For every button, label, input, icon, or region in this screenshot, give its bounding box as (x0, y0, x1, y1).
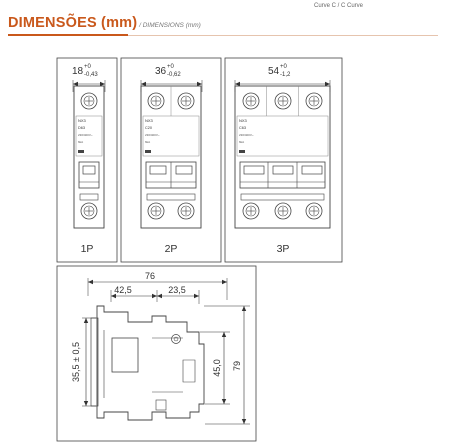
dim-23-5: 23,5 (168, 285, 186, 295)
breaker-body-1p: NX3 D63 230/400V~ 6kA (73, 85, 105, 229)
terminal-screw-icon (177, 92, 195, 110)
front-view-3p: 54 +0 -1,2 NX3 C63 230/400V~ 6kA (224, 57, 343, 263)
front-text-2p-1: C20 (145, 126, 152, 130)
front-text-3p-2: 230/400V~ (239, 133, 254, 137)
breaker-body-2p: NX3 C20 230/400V~ 6kA (140, 85, 202, 229)
breaker-body-3p: NX3 C63 230/400V~ 6kA (234, 85, 331, 229)
label-window (111, 337, 139, 373)
curve-note: Curve C / C Curve (314, 3, 364, 9)
tol-plus-3p: +0 (280, 64, 288, 70)
terminal-screw-icon (147, 202, 165, 220)
terminal-screw-icon (305, 92, 323, 110)
frame-3p (224, 57, 343, 263)
title-rule (128, 34, 438, 36)
toggle-lever (78, 161, 100, 189)
dim-76: 76 (145, 271, 155, 281)
front-text-1p-1: D63 (78, 126, 85, 130)
side-view: 76 42,5 23,5 (56, 265, 257, 442)
terminal-screw-icon (274, 92, 292, 110)
terminal-screw-icon (242, 202, 260, 220)
tol-plus-1p: +0 (84, 64, 92, 70)
label-3p: 3P (277, 243, 290, 255)
rivet-icon (171, 334, 181, 344)
tol-minus-3p: -1,2 (280, 72, 291, 78)
dim-35-5: 35,5 ± 0,5 (71, 342, 81, 382)
dim-45-0: 45,0 (212, 359, 222, 377)
toggle-lever (239, 161, 326, 189)
dim-42-5: 42,5 (114, 285, 132, 295)
terminal-screw-icon (80, 202, 98, 220)
front-text-1p-3: 6kA (78, 140, 83, 144)
width-value-2p: 36 (155, 66, 167, 77)
dim-79: 79 (232, 361, 242, 371)
width-value-1p: 18 (72, 66, 84, 77)
front-text-2p-2: 230/400V~ (145, 133, 160, 137)
front-view-2p: 36 +0 -0,62 NX3 C20 230/400V~ 6kA (120, 57, 222, 263)
dim-body-height: 45,0 (200, 331, 230, 405)
dim-front-rear-depth: 42,5 23,5 (110, 285, 200, 304)
label-2p: 2P (165, 243, 178, 255)
front-text-2p-3: 6kA (145, 140, 150, 144)
toggle-lever-side (182, 359, 196, 383)
tol-plus-2p: +0 (167, 64, 175, 70)
terminal-screw-icon (80, 92, 98, 110)
tol-minus-2p: -0,62 (167, 72, 181, 78)
tol-minus-1p: -0,43 (84, 72, 98, 78)
title-sub: / DIMENSIONS (mm) (137, 22, 201, 29)
width-dimension-2p: 36 +0 -0,62 (140, 64, 203, 92)
terminal-screw-icon (147, 92, 165, 110)
dim-total-height: 79 (204, 305, 250, 425)
terminal-screw-icon (242, 92, 260, 110)
title-main: DIMENSÕES (mm) (8, 15, 138, 31)
width-value-3p: 54 (268, 66, 280, 77)
front-view-1p: 18 +0 -0,43 NX3 D63 230/400V~ 6kA 1P (56, 57, 118, 263)
terminal-screw-icon (274, 202, 292, 220)
front-text-1p-0: NX3 (78, 118, 87, 123)
dim-rail-height: 35,5 ± 0,5 (71, 317, 96, 407)
front-text-3p-1: C63 (239, 126, 246, 130)
front-text-3p-3: 6kA (239, 140, 244, 144)
front-text-1p-2: 230/400V~ (78, 133, 93, 137)
frame-1p (56, 57, 118, 263)
dim-overall-depth: 76 (87, 271, 228, 300)
width-dimension-1p: 18 +0 -0,43 (72, 64, 106, 92)
terminal-screw-icon (177, 202, 195, 220)
front-text-2p-0: NX3 (145, 118, 154, 123)
label-1p: 1P (81, 243, 94, 255)
width-dimension-3p: 54 +0 -1,2 (234, 64, 331, 92)
frame-2p (120, 57, 222, 263)
front-text-3p-0: NX3 (239, 118, 248, 123)
breaker-side-outline (90, 305, 205, 421)
terminal-screw-icon (305, 202, 323, 220)
page-title: DIMENSÕES (mm) / DIMENSIONS (mm) (8, 14, 201, 32)
title-underline (8, 34, 128, 36)
side-view-frame (56, 265, 257, 442)
